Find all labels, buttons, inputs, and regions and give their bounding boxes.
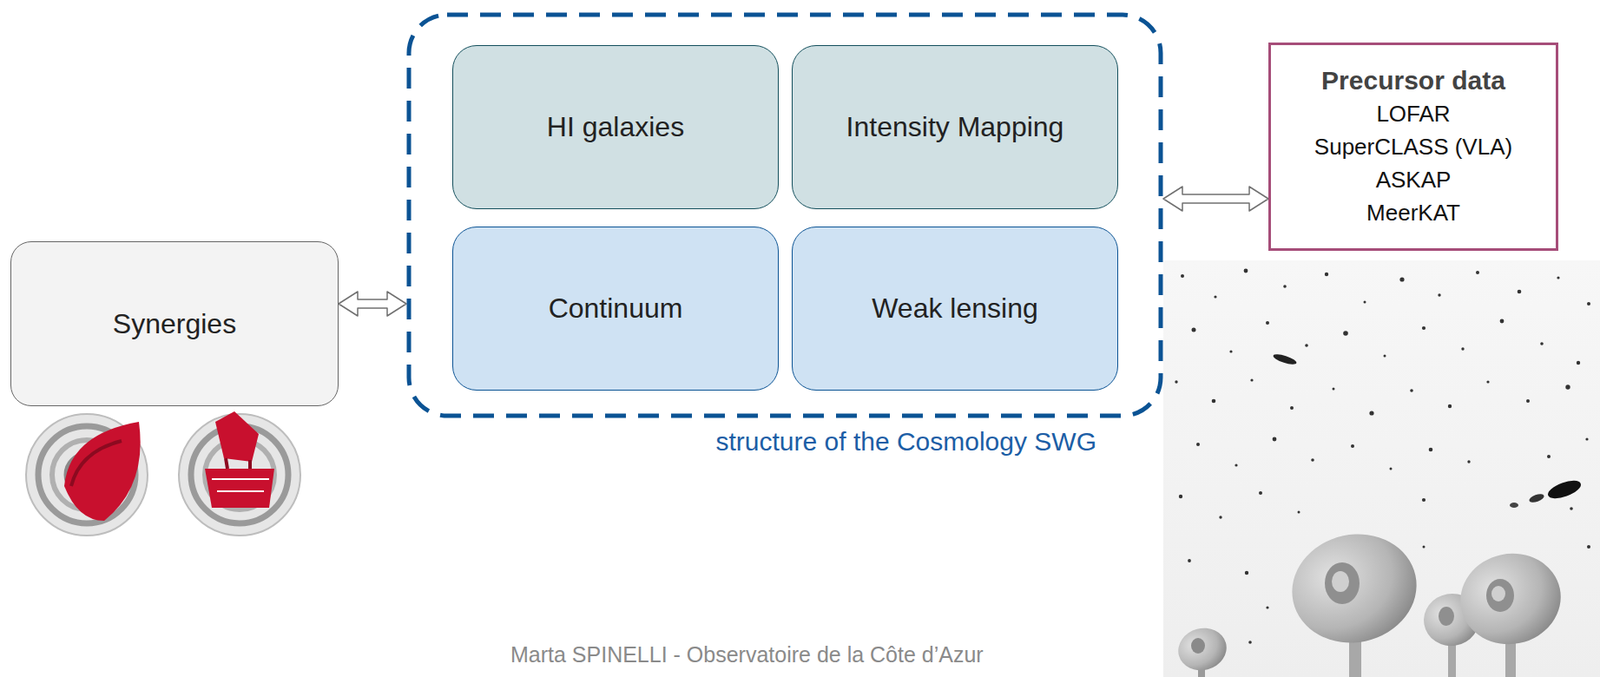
box-label: Continuum (548, 292, 684, 325)
group-caption: structure of the Cosmology SWG (716, 427, 1098, 457)
box-content: Weak lensing (792, 227, 1118, 390)
box-content: Precursor dataLOFARSuperCLASS (VLA)ASKAP… (1270, 45, 1556, 249)
precursor-box: Precursor dataLOFARSuperCLASS (VLA)ASKAP… (1268, 42, 1559, 251)
topic-box: Continuum (452, 226, 779, 391)
ska-logo (26, 414, 148, 536)
dish-antennas (1173, 522, 1570, 677)
list-item: MeerKAT (1366, 196, 1461, 230)
box-label: HI galaxies (546, 111, 685, 144)
double-arrow (1163, 186, 1269, 211)
box-content: HI galaxies (453, 46, 778, 209)
box-content: Synergies (11, 242, 338, 406)
list-item: ASKAP (1376, 163, 1452, 197)
topic-box: Intensity Mapping (791, 45, 1119, 210)
synergies-box: Synergies (10, 241, 339, 407)
box-label: Synergies (112, 308, 237, 341)
ska-logo (178, 411, 301, 536)
dashed-border (408, 14, 1161, 416)
topic-box: HI galaxies (452, 45, 779, 210)
double-arrow (338, 291, 407, 317)
author-footer: Marta SPINELLI - Observatoire de la Côte… (510, 642, 984, 668)
box-heading: Precursor data (1321, 64, 1506, 98)
topic-box: Weak lensing (791, 226, 1119, 391)
box-content: Intensity Mapping (792, 46, 1118, 209)
radio-sky-illustration (1163, 260, 1600, 677)
swg-group: structure of the Cosmology SWGHI galaxie… (406, 12, 1164, 419)
list-item: SuperCLASS (VLA) (1314, 130, 1513, 164)
box-label: Weak lensing (871, 292, 1039, 325)
box-label: Intensity Mapping (846, 111, 1065, 144)
box-content: Continuum (453, 227, 778, 390)
list-item: LOFAR (1376, 97, 1450, 131)
